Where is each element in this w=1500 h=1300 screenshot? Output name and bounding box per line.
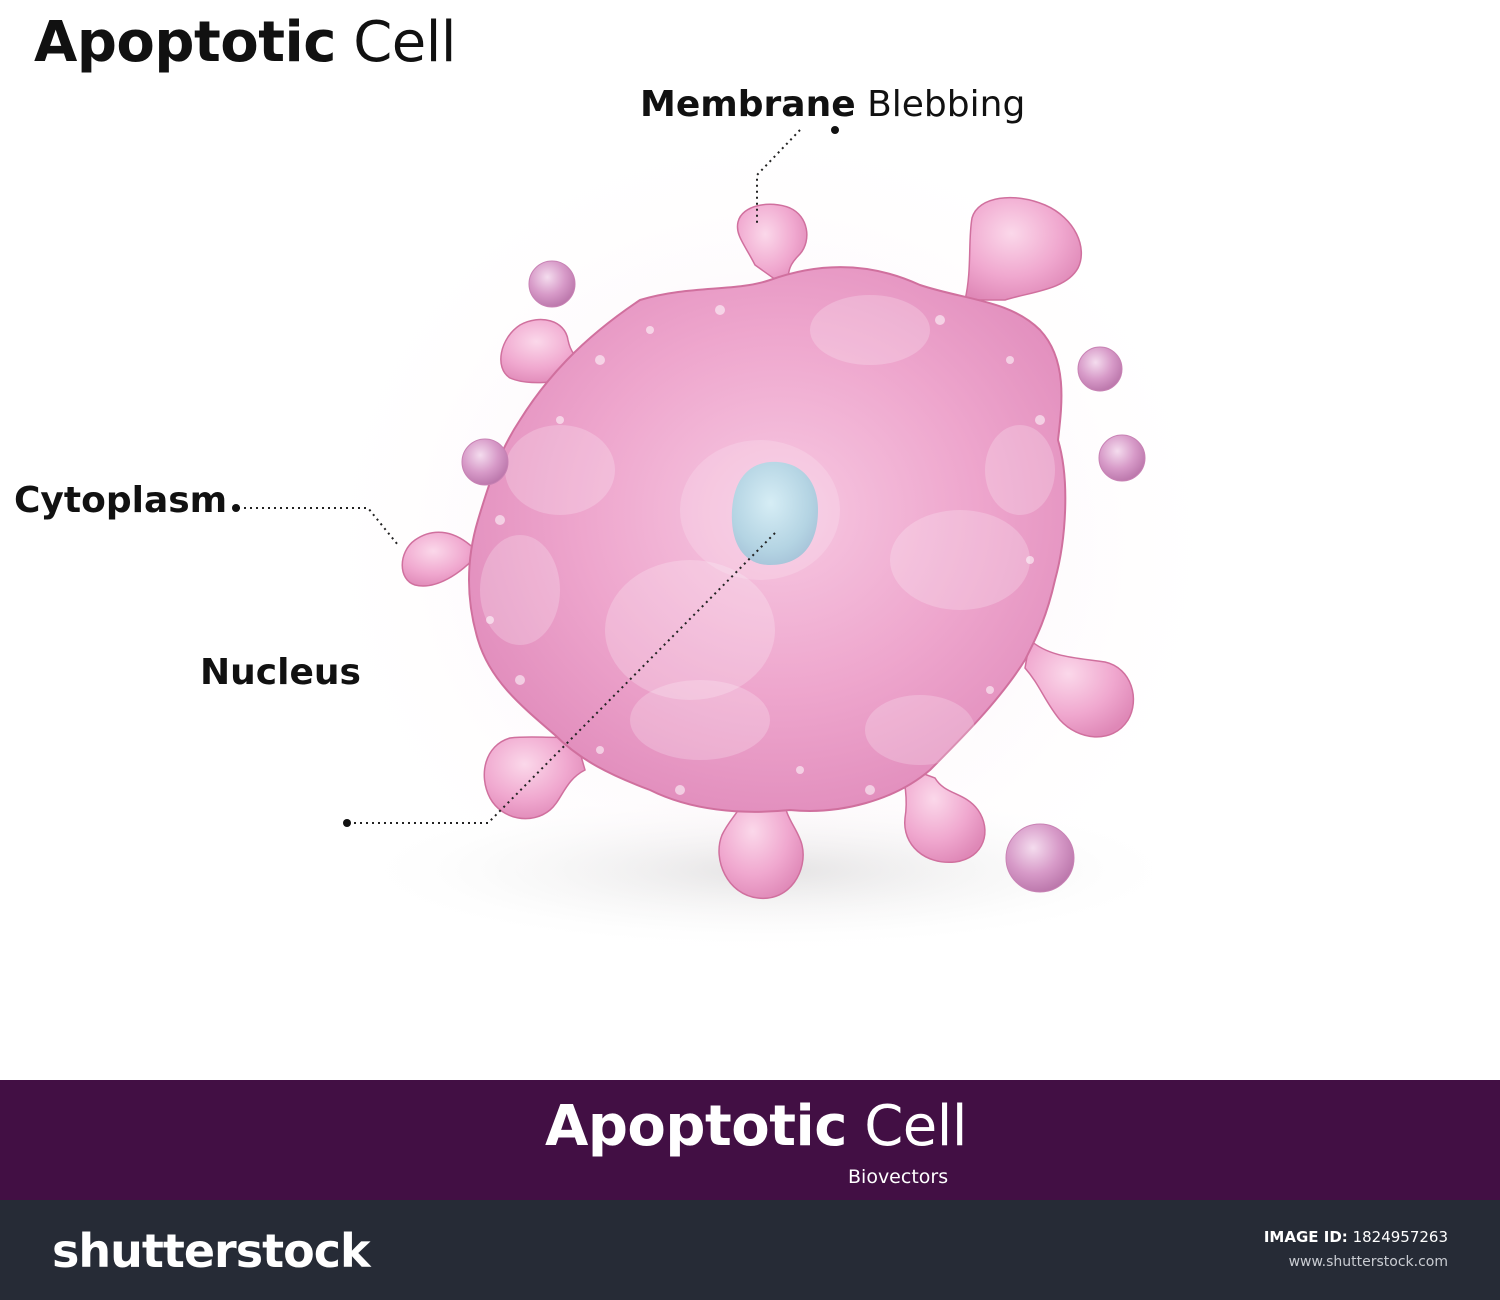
granule [1026, 556, 1034, 564]
footer-url: www.shutterstock.com [1288, 1254, 1448, 1270]
vesicle [605, 560, 775, 700]
banner-title-bold: Apoptotic [545, 1094, 847, 1159]
granule [1035, 415, 1045, 425]
banner-title-light: Cell [864, 1094, 967, 1159]
apoptotic-body [1098, 434, 1146, 482]
granule [1006, 356, 1014, 364]
apoptotic-body [1005, 823, 1075, 893]
bleb-top [736, 203, 808, 292]
apoptotic-body [1077, 346, 1123, 392]
footer-logo: shutterstock [52, 1224, 371, 1278]
banner-title: Apoptotic Cell [545, 1094, 967, 1159]
cytoplasm-vesicles [480, 295, 1055, 765]
title-banner: Apoptotic Cell Biovectors [0, 1080, 1500, 1200]
page-title-light: Cell [353, 10, 456, 75]
granule [646, 326, 654, 334]
granule [595, 355, 605, 365]
bleb-top-right [964, 196, 1083, 301]
label-nucleus: Nucleus [200, 652, 361, 693]
bleb-left-mid [401, 531, 482, 587]
banner-subtitle: Biovectors [848, 1166, 949, 1188]
footer-bar: shutterstock IMAGE ID: 1824957263 www.sh… [0, 1200, 1500, 1300]
granule [495, 515, 505, 525]
granule [675, 785, 685, 795]
leader-lines [238, 129, 801, 824]
granule [596, 746, 604, 754]
image-id-label: IMAGE ID: [1263, 1228, 1348, 1246]
label-cytoplasm: Cytoplasm [14, 480, 228, 521]
label-membrane-bold: Membrane [640, 84, 856, 125]
nucleus [731, 461, 818, 565]
membrane-blebs [401, 196, 1135, 899]
bleb-right [1024, 638, 1135, 738]
vesicle [505, 425, 615, 515]
granule [865, 785, 875, 795]
vesicle [480, 535, 560, 645]
granule [556, 416, 564, 424]
granule [715, 305, 725, 315]
bleb-bottom-right [898, 763, 986, 863]
apoptotic-bodies [461, 260, 1146, 893]
vesicle [865, 695, 975, 765]
bleb-bottom [718, 794, 804, 899]
leader-dots [232, 126, 839, 827]
cytoplasm-granules [486, 305, 1045, 795]
granule [986, 686, 994, 694]
vesicle [890, 510, 1030, 610]
cell-diagram [232, 105, 1240, 985]
page-title-bold: Apoptotic [34, 10, 336, 75]
apoptotic-body [461, 438, 509, 486]
leader-cytoplasm [238, 507, 399, 546]
leader-dot [831, 126, 839, 134]
leader-dot [343, 819, 351, 827]
apoptotic-body [528, 260, 576, 308]
label-membrane-light: Blebbing [867, 84, 1026, 125]
vesicle [985, 425, 1055, 515]
granule [515, 675, 525, 685]
label-membrane-blebbing: Membrane Blebbing [640, 84, 1025, 125]
granule [486, 616, 494, 624]
leader-dot [232, 504, 240, 512]
image-id-value: 1824957263 [1352, 1228, 1448, 1246]
page-title: Apoptotic Cell [34, 10, 456, 75]
granule [796, 766, 804, 774]
footer-image-id: IMAGE ID: 1824957263 [1264, 1228, 1448, 1246]
granule [935, 315, 945, 325]
leader-nucleus [348, 532, 776, 824]
vesicle [810, 295, 930, 365]
vesicle [630, 680, 770, 760]
